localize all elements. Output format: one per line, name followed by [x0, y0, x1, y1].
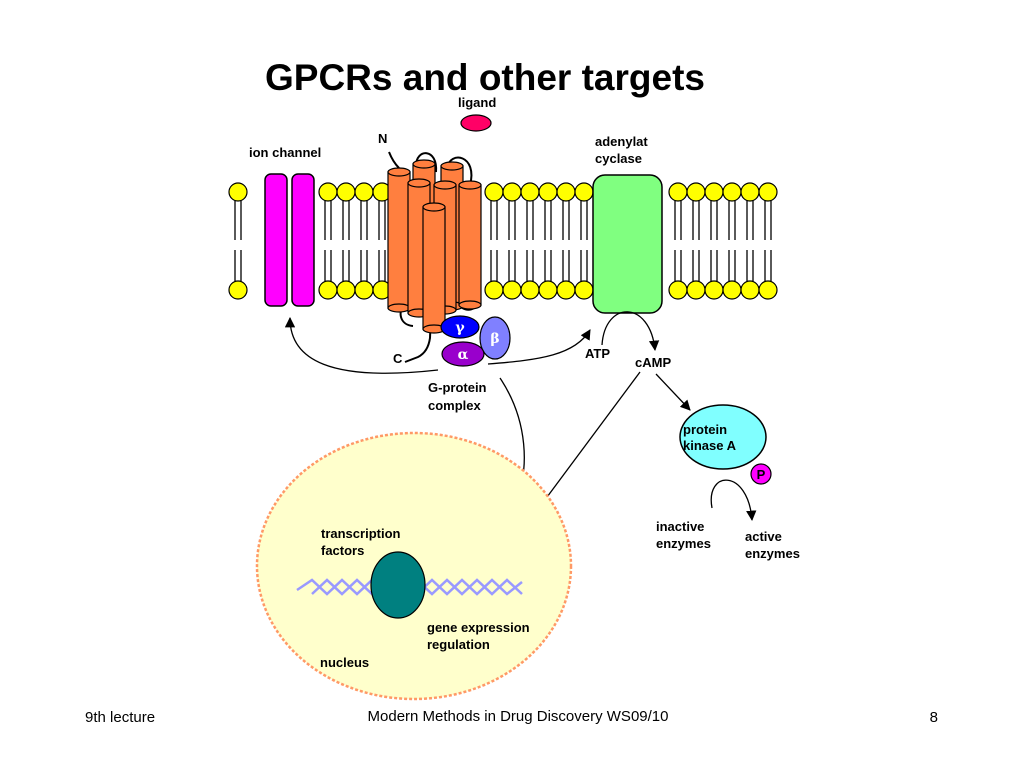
arrow-to-adenylate-cyclase — [487, 329, 591, 365]
gamma-subunit — [440, 315, 480, 339]
lipid-head — [538, 280, 558, 300]
footer-page-number: 8 — [930, 709, 938, 726]
ligand — [460, 114, 492, 132]
gene-expression-label-2: regulation — [427, 637, 490, 652]
footer-lecture: 9th lecture — [85, 709, 155, 726]
lipid-head — [668, 182, 688, 202]
lipid-head — [668, 280, 688, 300]
lipid-head — [740, 182, 760, 202]
ligand-label: ligand — [458, 95, 496, 110]
helix-tm7 — [422, 202, 446, 334]
arrow-camp-to-pka — [655, 373, 691, 411]
lipid-head — [556, 182, 576, 202]
lipid-head — [484, 280, 504, 300]
gene-expression-label-1: gene expression — [427, 620, 530, 635]
helix-tm4 — [458, 180, 482, 310]
arrow-enzyme-activation — [710, 479, 757, 522]
protein-kinase-a — [679, 404, 767, 470]
inactive-enzymes-label-1: inactive — [656, 519, 704, 534]
transcription-factor — [370, 551, 426, 619]
adenylate-cyclase — [592, 174, 663, 314]
helix-tm1 — [387, 167, 411, 313]
lipid-head — [758, 280, 778, 300]
lipid-head — [228, 280, 248, 300]
lipid-head — [538, 182, 558, 202]
lipid-head — [722, 182, 742, 202]
lipid-head — [484, 182, 504, 202]
lipid-head — [574, 182, 594, 202]
lipid-head — [318, 182, 338, 202]
alpha-label: α — [458, 347, 469, 363]
lipid-head — [336, 182, 356, 202]
gpcr-receptor — [387, 159, 482, 334]
pka-label-2: kinase A — [683, 438, 737, 453]
lipid-head — [228, 182, 248, 202]
beta-label: β — [490, 331, 499, 347]
lipid-head — [318, 280, 338, 300]
lipid-head — [686, 280, 706, 300]
ion-channel-label: ion channel — [249, 145, 321, 160]
lipid-bilayer — [228, 182, 778, 300]
ion-channel — [264, 173, 315, 307]
lipid-head — [520, 280, 540, 300]
nucleus-label: nucleus — [320, 655, 369, 670]
lipid-head — [556, 280, 576, 300]
transcription-factors-label-1: transcription — [321, 526, 401, 541]
lipid-head — [354, 182, 374, 202]
camp-label: cAMP — [635, 355, 671, 370]
active-enzymes-label-2: enzymes — [745, 546, 800, 561]
lipid-head — [574, 280, 594, 300]
lipid-head — [686, 182, 706, 202]
phosphate-group — [750, 463, 772, 485]
lipid-head — [704, 280, 724, 300]
lipid-head — [722, 280, 742, 300]
inactive-enzymes-label-2: enzymes — [656, 536, 711, 551]
lipid-head — [502, 182, 522, 202]
footer-course: Modern Methods in Drug Discovery WS09/10 — [368, 708, 669, 725]
c-terminus-label: C — [393, 351, 403, 366]
gamma-label: γ — [455, 320, 465, 336]
g-protein-complex-label: complex — [428, 398, 482, 413]
lipid-head — [354, 280, 374, 300]
phosphate-label: P — [757, 467, 766, 482]
beta-subunit — [479, 316, 511, 360]
adenylate-cyclase-label-2: cyclase — [595, 151, 642, 166]
arrow-to-ion-channel — [284, 316, 439, 374]
lipid-head — [520, 182, 540, 202]
slide-title: GPCRs and other targets — [265, 57, 705, 98]
ion-channel-subunit-right — [291, 173, 315, 307]
lipid-head — [502, 280, 522, 300]
arrow-atp-to-camp — [601, 311, 660, 352]
g-protein-complex: β γ α — [440, 315, 511, 367]
ion-channel-subunit-left — [264, 173, 288, 307]
pka-label-1: protein — [683, 422, 727, 437]
atp-label: ATP — [585, 346, 610, 361]
lipid-head — [758, 182, 778, 202]
lipid-head — [336, 280, 356, 300]
lipid-head — [704, 182, 724, 202]
transcription-factors-label-2: factors — [321, 543, 364, 558]
n-terminus-tail — [388, 151, 400, 169]
active-enzymes-label-1: active — [745, 529, 782, 544]
adenylate-cyclase-label-1: adenylat — [595, 134, 648, 149]
lipid-head — [740, 280, 760, 300]
alpha-subunit — [441, 341, 485, 367]
g-protein-label: G-protein — [428, 380, 487, 395]
n-terminus-label: N — [378, 131, 387, 146]
